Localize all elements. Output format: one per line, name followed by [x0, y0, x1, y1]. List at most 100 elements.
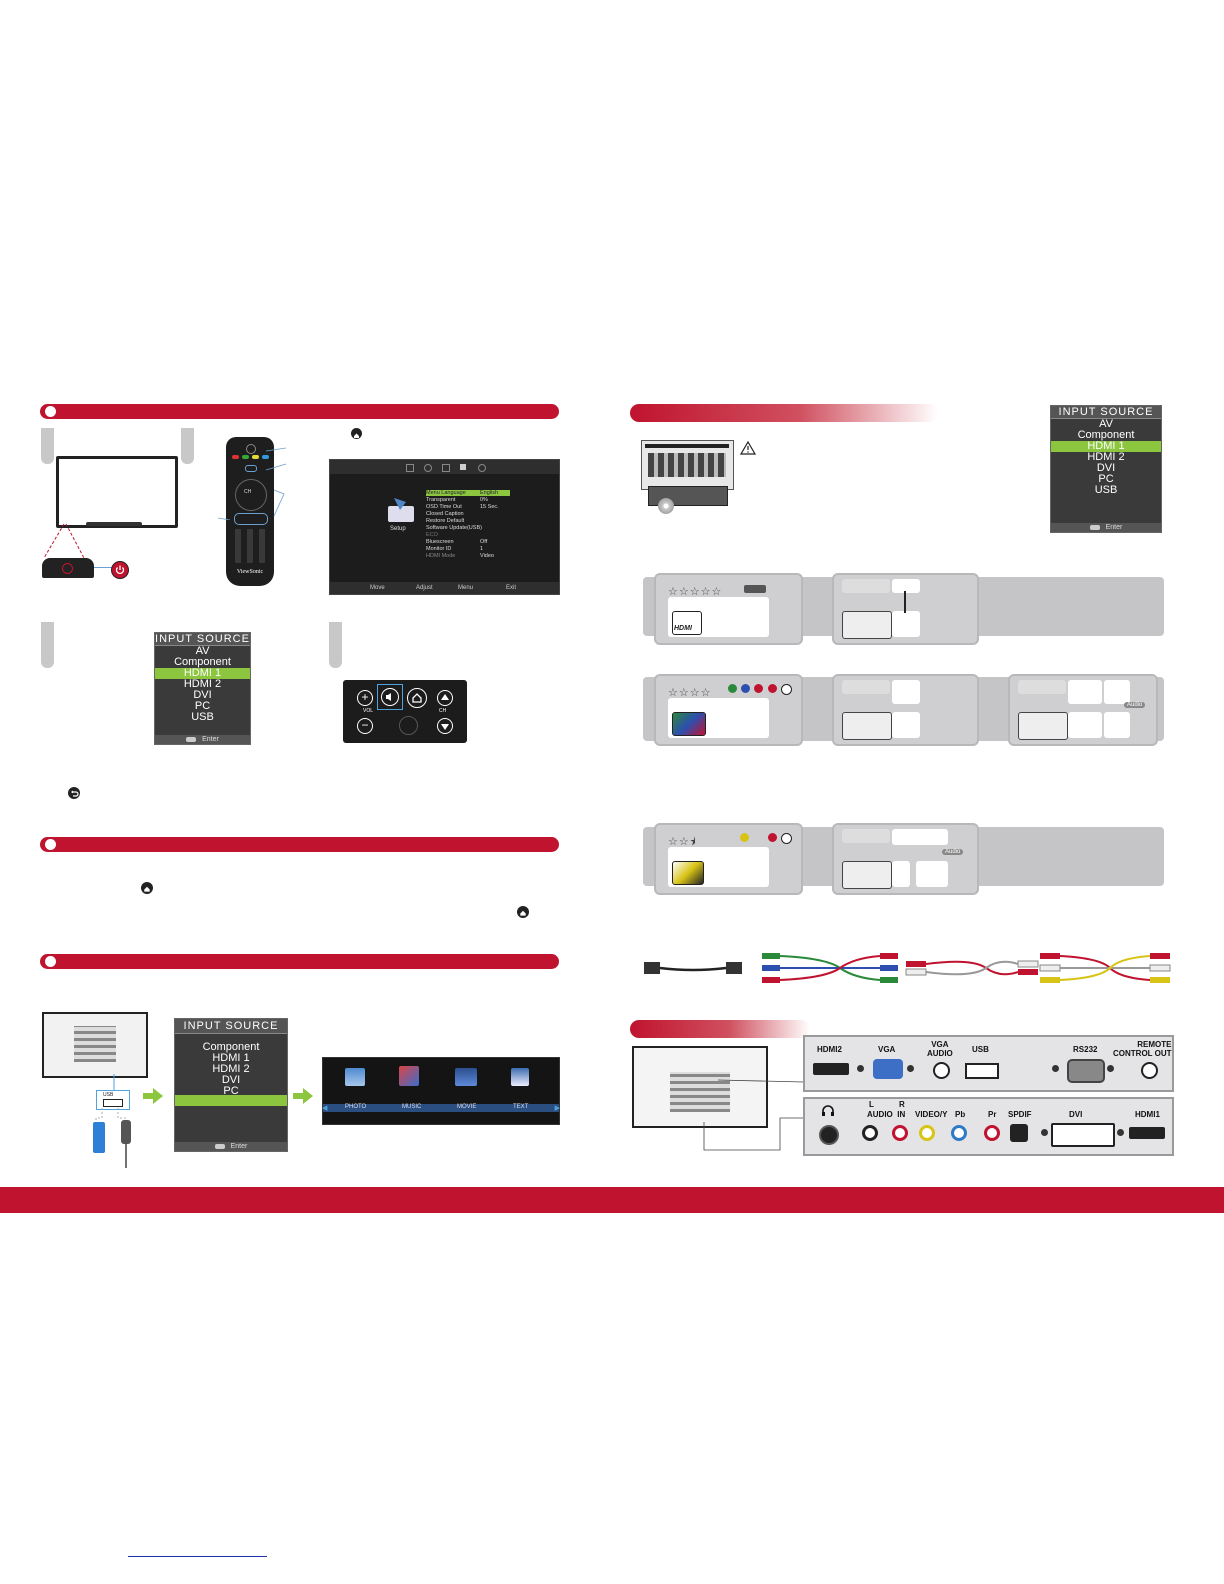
footer-link-underline[interactable] [128, 1556, 267, 1557]
media-music-label: MUSIC [402, 1104, 422, 1110]
power-icon[interactable] [246, 444, 256, 454]
osd-menu-item[interactable]: Closed Caption [426, 511, 464, 517]
source-item[interactable]: DVI [221, 1074, 241, 1086]
port-callout [1068, 712, 1102, 738]
osd-menu-item[interactable]: Transparent [426, 497, 456, 503]
source-item[interactable]: PC [1098, 473, 1114, 485]
photo-icon[interactable] [345, 1068, 365, 1086]
usb-label: USB [972, 1045, 989, 1054]
remote-out-jack[interactable] [1141, 1062, 1158, 1079]
vga-audio-jack[interactable] [933, 1062, 950, 1079]
usb-port[interactable] [965, 1063, 999, 1079]
source-item[interactable]: PC [223, 1085, 239, 1097]
vol-ch-buttons[interactable] [234, 513, 268, 525]
osd-menu-item[interactable]: HDMI Mode [426, 553, 456, 559]
media-player-bar: ◀ PHOTO MUSIC MOVIE TEXT ▶ [322, 1057, 560, 1125]
star-icon: ☆ [689, 687, 700, 699]
pr-jack[interactable] [984, 1125, 1000, 1141]
osd-footer-adjust: Adjust [416, 585, 433, 591]
headphone-jack[interactable] [819, 1125, 839, 1145]
source-item[interactable]: HDMI 1 [1051, 441, 1161, 452]
hdmi2-port[interactable] [813, 1063, 849, 1075]
source-item[interactable]: USB [1094, 484, 1118, 496]
screw-icon [1041, 1129, 1048, 1136]
hdmi-rating-card: ☆☆☆☆☆ HDMI [654, 573, 803, 645]
green-button[interactable] [242, 455, 249, 459]
source-item[interactable]: AV [1099, 418, 1113, 430]
blue-button[interactable] [262, 455, 269, 459]
number-keypad[interactable] [235, 529, 265, 563]
enter-key-icon [186, 736, 197, 742]
power-callout-lines [43, 523, 85, 559]
source-item[interactable]: Component [174, 656, 231, 668]
tv-rear-ports [74, 1026, 116, 1062]
source-item[interactable]: PC [194, 700, 211, 712]
sensor-icon [399, 716, 418, 735]
osd-menu-item[interactable]: Software Update(USB) [426, 525, 482, 531]
source-item[interactable]: DVI [193, 689, 212, 701]
source-item[interactable]: HDMI 2 [212, 1063, 250, 1075]
section-bullet [45, 956, 56, 967]
enter-label: Enter [1105, 524, 1123, 531]
scroll-left-icon[interactable]: ◀ [322, 1105, 328, 1112]
music-icon[interactable] [399, 1066, 419, 1086]
disc-icon [658, 498, 674, 514]
osd-menu-item[interactable]: ECO [426, 532, 438, 538]
source-item[interactable]: HDMI 1 [155, 668, 250, 679]
osd-tab-icon [478, 464, 486, 472]
rear-panel-bottom: L R AUDIO IN VIDEO/Y Pb Pr SPDIF DVI HDM… [803, 1097, 1174, 1156]
vol-down-button[interactable]: − [357, 718, 373, 734]
video-y-jack[interactable] [919, 1125, 935, 1141]
text-icon[interactable] [511, 1068, 529, 1086]
osd-menu-item[interactable]: OSD Time Out [426, 504, 462, 510]
vga-port[interactable] [873, 1059, 903, 1079]
hdmi-port-icon [744, 585, 766, 593]
ch-up-button[interactable] [437, 690, 453, 706]
port-callout [1068, 680, 1102, 704]
audio-l-jack[interactable] [862, 1125, 878, 1141]
pb-jack[interactable] [951, 1125, 967, 1141]
source-item[interactable]: HDMI 1 [212, 1052, 250, 1064]
source-item[interactable]: DVI [1096, 462, 1116, 474]
audio-in-label: AUDIO IN [867, 1110, 906, 1119]
osd-menu-item[interactable]: Bluescreen [426, 539, 454, 545]
composite-diagram-card: Audio [832, 823, 979, 895]
red-button[interactable] [232, 455, 239, 459]
osd-menu-item[interactable]: Menu Language [426, 490, 510, 496]
movie-icon[interactable] [455, 1068, 477, 1086]
osd-menu-item[interactable]: Restore Default [426, 518, 465, 524]
rs232-port[interactable] [1067, 1059, 1105, 1083]
hdmi-cable-icon [644, 962, 742, 974]
audio-port-callout [1104, 680, 1130, 704]
audio-port-callout [1104, 712, 1130, 738]
tv-back-illustration-right [632, 1046, 768, 1128]
port-callout [892, 611, 920, 637]
ch-down-button[interactable] [437, 718, 453, 734]
osd-menu-item[interactable]: Monitor ID [426, 546, 452, 552]
source-item[interactable]: HDMI 2 [1087, 451, 1125, 463]
step-tab-2 [181, 428, 194, 464]
source-item[interactable]: Component [1077, 429, 1135, 441]
home-panel-button[interactable] [407, 688, 427, 708]
yellow-button[interactable] [252, 455, 259, 459]
usb-selected-row[interactable] [175, 1095, 287, 1106]
white-jack-icon [781, 684, 792, 695]
dvi-port[interactable] [1051, 1123, 1115, 1147]
source-item[interactable]: HDMI 2 [183, 678, 222, 690]
scroll-right-icon[interactable]: ▶ [554, 1105, 560, 1112]
osd-footer-exit: Exit [506, 585, 517, 591]
quality-stars-2-5: ☆☆⯨ [668, 832, 697, 852]
spdif-port[interactable] [1010, 1124, 1028, 1142]
section-bullet [45, 406, 56, 417]
power-button-icon[interactable] [111, 561, 129, 579]
hdmi1-port[interactable] [1129, 1127, 1165, 1139]
source-item[interactable]: Component [202, 1041, 260, 1053]
dpad[interactable] [235, 479, 267, 511]
mute-button[interactable] [381, 688, 399, 706]
home-button[interactable] [245, 465, 257, 472]
source-item[interactable]: USB [191, 711, 214, 723]
vol-up-button[interactable]: + [357, 690, 373, 706]
tv-rear-icon [1018, 712, 1068, 740]
audio-r-jack[interactable] [892, 1125, 908, 1141]
source-item[interactable]: AV [195, 645, 210, 657]
